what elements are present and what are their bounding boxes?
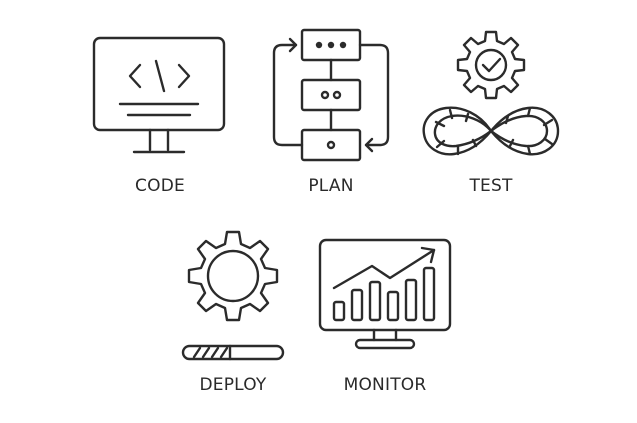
- gear-check-infinity-icon: [422, 30, 560, 156]
- chart-monitor-icon: [318, 238, 452, 350]
- gear-progress-icon: [181, 230, 285, 361]
- stage-label-code: CODE: [135, 176, 185, 196]
- stage-label-monitor: MONITOR: [343, 375, 427, 395]
- stage-label-test: TEST: [469, 176, 513, 196]
- flowchart-icon: [272, 28, 390, 162]
- code-monitor-icon: [92, 36, 226, 154]
- stage-label-plan: PLAN: [308, 176, 354, 196]
- stage-label-deploy: DEPLOY: [199, 375, 267, 395]
